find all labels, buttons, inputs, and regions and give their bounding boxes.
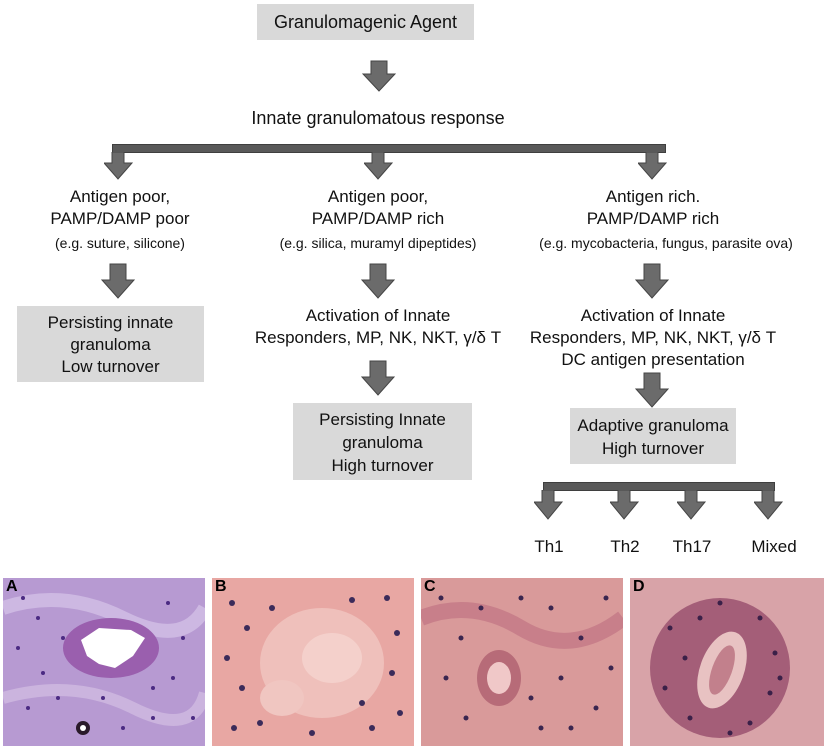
outcome-3-line2: High turnover <box>601 439 705 458</box>
branch-1-example: (e.g. suture, silicone) <box>55 235 185 251</box>
activation-2-line2: Responders, MP, NK, NKT, γ/δ T <box>254 328 502 347</box>
branch-3-line2: PAMP/DAMP rich <box>586 209 720 228</box>
outcome-box-innate-high-turnover <box>293 403 472 480</box>
outcome-box-low-turnover <box>17 306 204 382</box>
agent-box <box>257 4 474 40</box>
subtype-connector <box>543 482 775 491</box>
subtype-th2: Th2 <box>610 537 640 556</box>
activation-3-line3: DC antigen presentation <box>561 350 745 369</box>
arrow-down-icon <box>361 263 395 299</box>
branch-3-example: (e.g. mycobacteria, fungus, parasite ova… <box>539 235 793 251</box>
arrow-down-icon <box>362 60 396 92</box>
arrow-down-icon <box>610 490 640 520</box>
activation-3-line2: Responders, MP, NK, NKT, γ/δ T <box>529 328 777 347</box>
histology-image-a <box>3 578 205 746</box>
branch-3-line1: Antigen rich. <box>605 187 701 206</box>
outcome-2-line2: granuloma <box>342 433 423 452</box>
outcome-3-line1: Adaptive granuloma <box>577 416 729 435</box>
innate-response-label: Innate granulomatous response <box>251 108 505 128</box>
subtype-th17: Th17 <box>672 537 712 556</box>
histology-panel-a: A <box>3 578 205 746</box>
outcome-box-adaptive <box>570 408 736 464</box>
outcome-1-line2: granuloma <box>70 335 151 354</box>
branch-1-line2: PAMP/DAMP poor <box>50 209 190 228</box>
outcome-2-line1: Persisting Innate <box>319 410 446 429</box>
arrow-down-icon <box>635 372 669 408</box>
histology-image-c <box>421 578 623 746</box>
arrow-down-icon <box>101 263 135 299</box>
arrow-down-icon <box>635 263 669 299</box>
arrow-down-icon <box>638 152 668 180</box>
subtype-mixed: Mixed <box>751 537 797 556</box>
arrow-down-icon <box>677 490 707 520</box>
arrow-down-icon <box>361 360 395 396</box>
branch-connector <box>112 144 666 153</box>
panel-label-d: D <box>633 578 645 595</box>
arrow-down-icon <box>754 490 784 520</box>
branch-1-line1: Antigen poor, <box>69 187 171 206</box>
histology-panel-b: B <box>212 578 414 746</box>
agent-label: Granulomagenic Agent <box>273 12 458 32</box>
panel-label-a: A <box>6 578 18 595</box>
arrow-down-icon <box>364 152 394 180</box>
arrow-down-icon <box>534 490 564 520</box>
activation-3-line1: Activation of Innate <box>580 306 726 325</box>
histology-image-b <box>212 578 414 746</box>
histology-panel-d: D <box>630 578 824 746</box>
branch-2-example: (e.g. silica, muramyl dipeptides) <box>279 235 477 251</box>
arrow-down-icon <box>104 152 134 180</box>
histology-image-d <box>630 578 824 746</box>
activation-2-line1: Activation of Innate <box>305 306 451 325</box>
branch-2-line2: PAMP/DAMP rich <box>311 209 445 228</box>
branch-2-line1: Antigen poor, <box>327 187 429 206</box>
panel-label-c: C <box>424 578 436 595</box>
outcome-1-line1: Persisting innate <box>47 313 174 332</box>
histology-panel-c: C <box>421 578 623 746</box>
outcome-1-line3: Low turnover <box>61 357 160 376</box>
outcome-2-line3: High turnover <box>331 456 434 475</box>
subtype-th1: Th1 <box>534 537 564 556</box>
panel-label-b: B <box>215 578 227 595</box>
